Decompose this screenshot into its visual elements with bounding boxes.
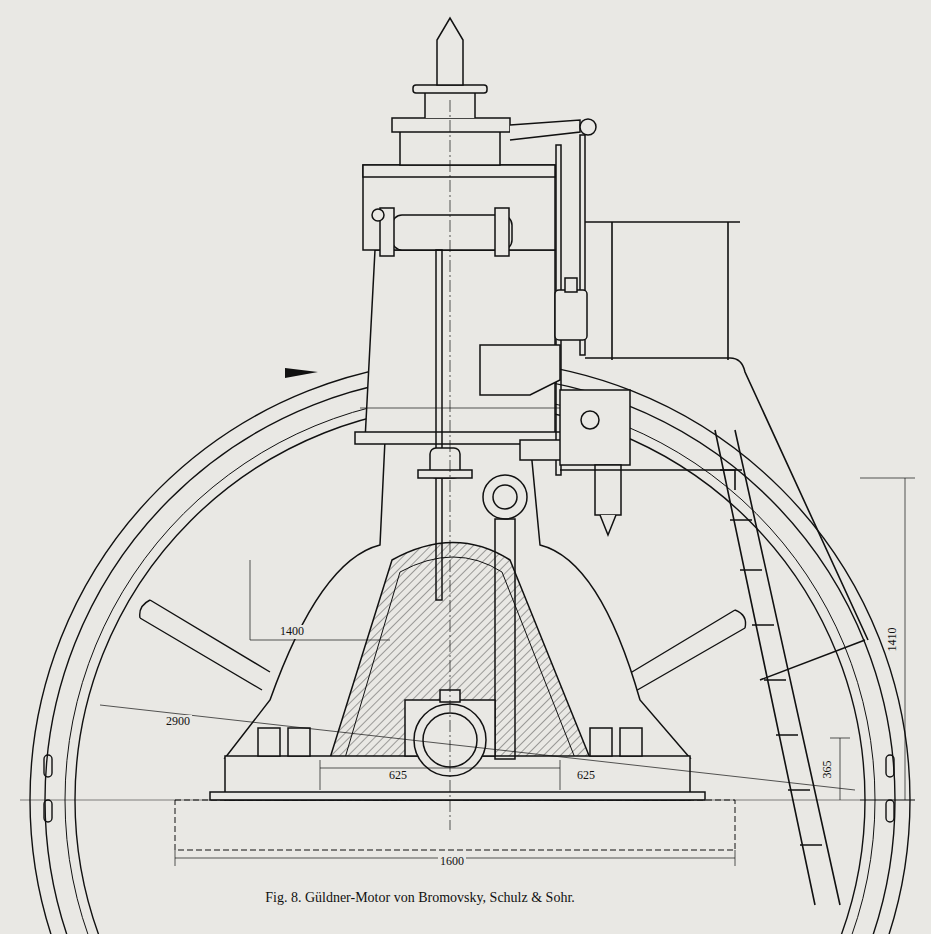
dimension-label: 625 — [575, 769, 597, 782]
figure-caption: Fig. 8. Güldner-Motor von Bromovsky, Sch… — [263, 890, 577, 905]
dimension-label: 365 — [821, 759, 834, 781]
dimension-label: 1400 — [278, 625, 306, 638]
dimension-label: 1410 — [886, 626, 899, 654]
dimension-label: 2900 — [164, 715, 192, 728]
dimension-label: 625 — [387, 769, 409, 782]
dimension-label: 1600 — [438, 855, 466, 868]
